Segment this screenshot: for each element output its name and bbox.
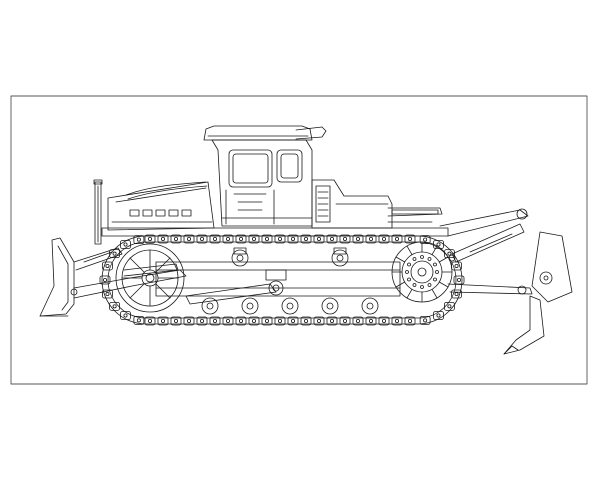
front-blade <box>40 238 186 316</box>
cab-rear-window <box>277 150 302 182</box>
rear-ripper <box>440 209 572 354</box>
ripper-cylinder <box>449 224 524 262</box>
cab-side-window <box>229 150 272 187</box>
engine-hood <box>108 180 442 230</box>
track-shoes <box>100 235 464 325</box>
sprocket <box>392 242 452 302</box>
exhaust-stack <box>94 180 102 244</box>
track-rollers <box>186 248 378 314</box>
cab <box>204 126 326 226</box>
crawler-track <box>100 235 464 325</box>
idler-wheel <box>116 244 184 312</box>
drawing-frame <box>11 96 587 384</box>
